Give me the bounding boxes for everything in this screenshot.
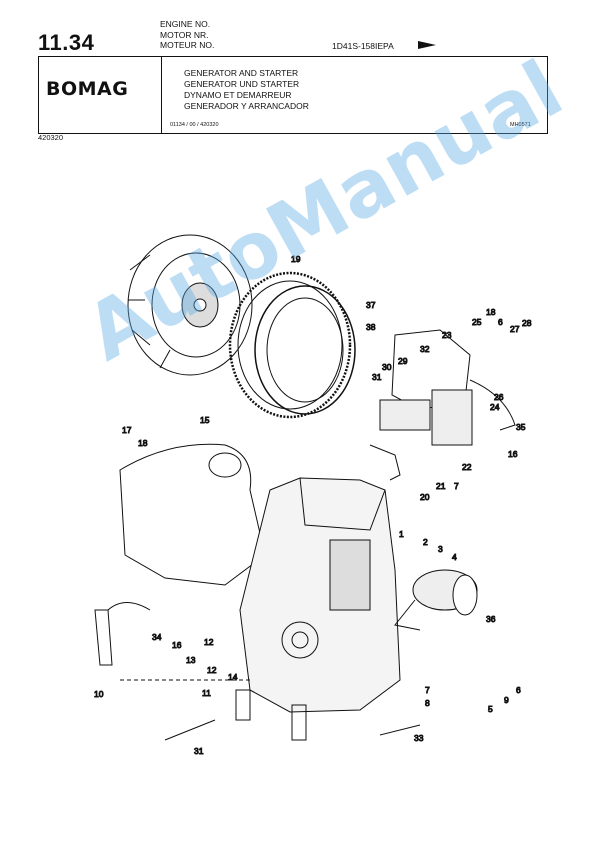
callout-6-top: 6 (498, 317, 503, 327)
callout-21: 21 (436, 481, 446, 491)
callout-29: 29 (398, 356, 408, 366)
exploded-parts-diagram: 19 37 38 18 6 27 28 25 23 32 29 30 31 26… (94, 234, 532, 757)
callout-25: 25 (472, 317, 482, 327)
callout-13: 13 (186, 655, 196, 665)
callout-14: 14 (228, 672, 238, 682)
callout-8: 8 (425, 698, 430, 708)
callout-30: 30 (382, 362, 392, 372)
callout-35: 35 (516, 422, 526, 432)
flywheel-illustration (127, 234, 253, 376)
engine-label-de: MOTOR NR. (160, 29, 209, 40)
section-titles: GENERATOR AND STARTER GENERATOR UND STAR… (184, 68, 309, 112)
callout-18-top: 18 (486, 307, 496, 317)
title-frame (38, 56, 548, 134)
callout-33: 33 (414, 733, 424, 743)
engine-label-en: ENGINE NO. (160, 19, 211, 29)
callout-38: 38 (366, 322, 376, 332)
callout-19: 19 (291, 254, 301, 264)
callout-7-top: 7 (454, 481, 459, 491)
reference-code: 01134 / 00 / 420320 (170, 122, 219, 128)
callout-22: 22 (462, 462, 472, 472)
callout-20: 20 (420, 492, 430, 502)
callout-23: 23 (442, 330, 452, 340)
callout-16-left: 16 (172, 640, 182, 650)
callout-10: 10 (94, 689, 104, 699)
engine-label-fr: MOTEUR NO. (160, 40, 215, 50)
callout-32: 32 (420, 344, 430, 354)
starter-illustration (394, 569, 478, 631)
callout-37: 37 (366, 300, 376, 310)
callout-1: 1 (399, 529, 404, 539)
callout-34: 34 (152, 632, 162, 642)
callout-2: 2 (423, 537, 428, 547)
wiring-harness-illustration (94, 602, 421, 741)
generator-illustration (369, 329, 516, 481)
title-en: GENERATOR AND STARTER (184, 68, 299, 78)
callout-15: 15 (200, 415, 210, 425)
callout-4: 4 (452, 552, 457, 562)
callout-18-left: 18 (138, 438, 148, 448)
callout-11: 11 (202, 688, 211, 698)
gasket-illustration (119, 443, 266, 586)
arrow-right-icon (418, 41, 436, 49)
callout-16-right: 16 (508, 449, 518, 459)
ring-gear-illustration (228, 271, 356, 419)
title-es: GENERADOR Y ARRANCADOR (184, 101, 309, 111)
title-de: GENERATOR UND STARTER (184, 79, 300, 89)
callout-12-upper: 12 (204, 637, 214, 647)
document-number: 420320 (38, 133, 64, 142)
callout-26: 26 (494, 392, 504, 402)
brand-logo: BOMAG (46, 78, 129, 100)
drawing-id: MH0571 (510, 122, 531, 128)
callout-6-bottom: 6 (516, 685, 521, 695)
callout-9: 9 (504, 695, 509, 705)
callout-36: 36 (486, 614, 496, 624)
engine-number-labels: ENGINE NO. MOTOR NR. MOTEUR NO. (160, 19, 214, 51)
callout-7-bottom: 7 (425, 685, 430, 695)
callout-5: 5 (488, 704, 493, 714)
callout-3: 3 (438, 544, 443, 554)
callout-31-top: 31 (372, 372, 382, 382)
callout-31-bottom: 31 (194, 746, 204, 756)
callout-27: 27 (510, 324, 520, 334)
callout-28: 28 (522, 318, 532, 328)
section-number: 11.34 (38, 30, 95, 55)
callout-17: 17 (122, 425, 132, 435)
callout-12-lower: 12 (207, 665, 217, 675)
callout-24: 24 (490, 402, 500, 412)
title-fr: DYNAMO ET DEMARREUR (184, 90, 292, 100)
engine-code: 1D41S-158IEPA (332, 41, 394, 51)
engine-block-illustration (235, 477, 401, 741)
title-divider (161, 56, 162, 134)
